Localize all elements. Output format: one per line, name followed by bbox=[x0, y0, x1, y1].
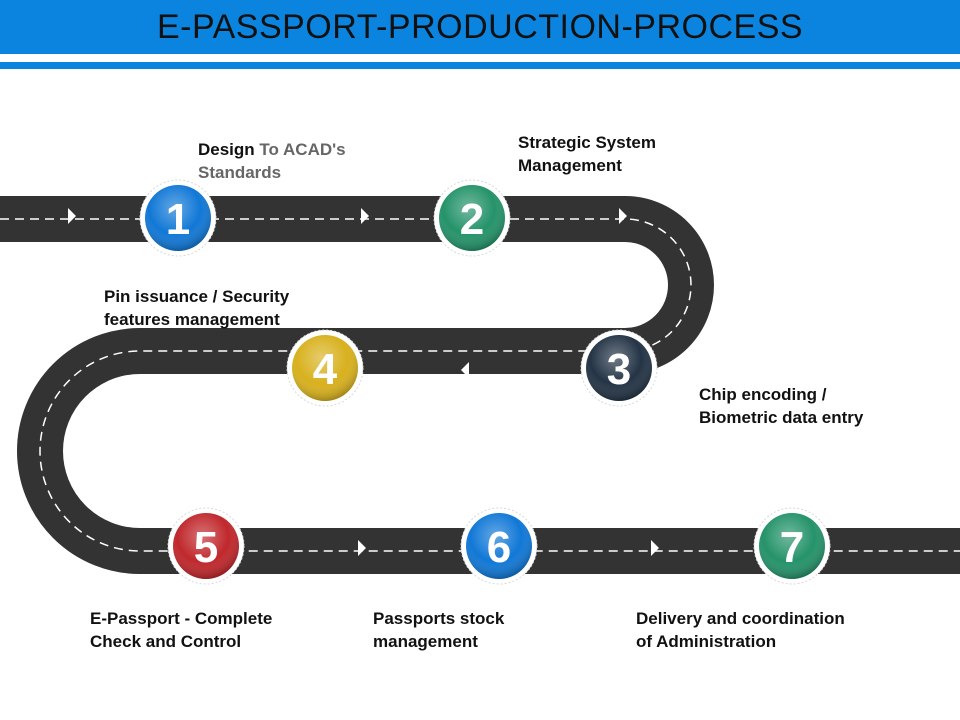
step-badge-5: 5 bbox=[167, 507, 245, 585]
step-3-label-line1: Chip encoding / bbox=[699, 385, 827, 404]
step-label-5: E-Passport - Complete Check and Control bbox=[90, 607, 272, 653]
step-4-label-line2: features management bbox=[104, 310, 280, 329]
step-number-1: 1 bbox=[166, 195, 190, 244]
step-badge-6: 6 bbox=[460, 507, 538, 585]
step-7-label-line1: Delivery and coordination bbox=[636, 609, 845, 628]
step-badge-4: 4 bbox=[286, 329, 364, 407]
step-label-7: Delivery and coordination of Administrat… bbox=[636, 607, 845, 653]
step-label-3: Chip encoding / Biometric data entry bbox=[699, 383, 863, 429]
page-title: E-PASSPORT-PRODUCTION-PROCESS bbox=[156, 7, 804, 46]
direction-arrow bbox=[68, 208, 76, 224]
step-number-6: 6 bbox=[487, 523, 511, 572]
direction-arrow bbox=[361, 208, 369, 224]
step-5-label-line2: Check and Control bbox=[90, 632, 242, 651]
step-number-7: 7 bbox=[780, 523, 804, 572]
step-1-label-line2: Standards bbox=[198, 163, 282, 182]
step-badge-2: 2 bbox=[433, 179, 511, 257]
step-6-label-line1: Passports stock bbox=[373, 609, 505, 628]
direction-arrow bbox=[651, 540, 659, 556]
direction-arrow bbox=[461, 362, 469, 378]
step-number-4: 4 bbox=[313, 345, 338, 394]
step-badge-7: 7 bbox=[753, 507, 831, 585]
step-2-label-line1: Strategic System bbox=[518, 133, 656, 152]
road-center-line bbox=[0, 218, 960, 552]
step-3-label-line2: Biometric data entry bbox=[699, 408, 864, 427]
step-2-label-line2: Management bbox=[518, 156, 622, 175]
step-1-label-line1-b: To ACAD's bbox=[254, 140, 346, 159]
step-number-5: 5 bbox=[194, 523, 218, 572]
title-divider bbox=[0, 62, 960, 69]
step-label-2: Strategic System Management bbox=[518, 131, 656, 177]
step-7-label-line2: of Administration bbox=[636, 632, 777, 651]
step-label-4: Pin issuance / Security features managem… bbox=[104, 285, 289, 331]
step-badge-3: 3 bbox=[580, 329, 658, 407]
direction-arrow bbox=[358, 540, 366, 556]
step-number-3: 3 bbox=[607, 345, 631, 394]
step-1-label-line1-a: Design bbox=[198, 140, 255, 159]
direction-arrow bbox=[76, 452, 92, 460]
direction-arrow bbox=[619, 208, 627, 224]
step-badge-1: 1 bbox=[139, 179, 217, 257]
step-label-6: Passports stock management bbox=[373, 607, 504, 653]
title-bar: E-PASSPORT-PRODUCTION-PROCESS bbox=[0, 0, 960, 54]
step-6-label-line2: management bbox=[373, 632, 478, 651]
step-label-1: Design To ACAD's Standards bbox=[198, 138, 346, 184]
step-number-2: 2 bbox=[460, 195, 484, 244]
step-4-label-line1: Pin issuance / Security bbox=[104, 287, 290, 306]
step-5-label-line1: E-Passport - Complete bbox=[90, 609, 273, 628]
